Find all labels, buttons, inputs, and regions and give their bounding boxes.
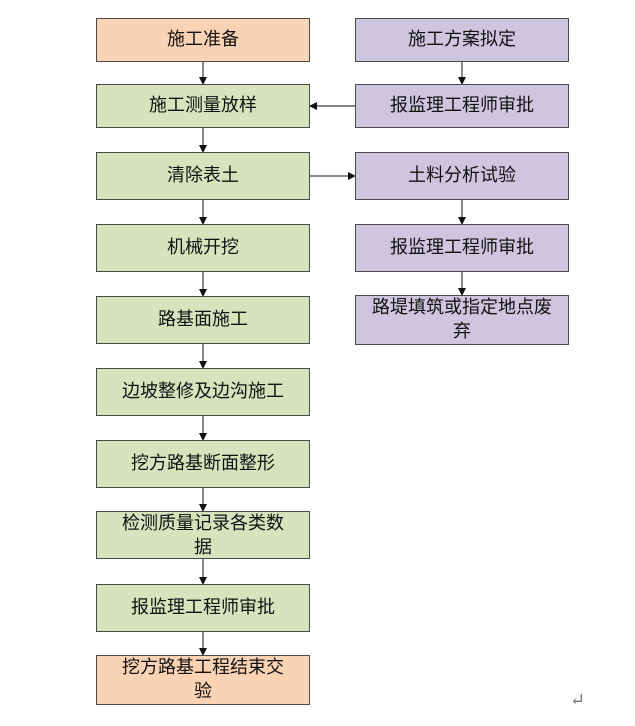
step-label: 施工准备 bbox=[167, 29, 239, 50]
step-construction-preparation: 施工准备 bbox=[96, 18, 310, 62]
step-label: 清除表土 bbox=[167, 165, 239, 186]
step-section-shaping: 挖方路基断面整形 bbox=[96, 440, 310, 488]
step-label: 机械开挖 bbox=[167, 237, 239, 258]
step-label: 挖方路基工程结束交验 bbox=[122, 657, 284, 702]
step-supervisor-approval-soil: 报监理工程师审批 bbox=[355, 224, 569, 272]
step-subgrade-surface: 路基面施工 bbox=[96, 296, 310, 344]
step-label: 报监理工程师审批 bbox=[131, 597, 275, 618]
step-label: 挖方路基断面整形 bbox=[131, 453, 275, 474]
step-supervisor-approval: 报监理工程师审批 bbox=[96, 584, 310, 632]
step-mechanical-excavation: 机械开挖 bbox=[96, 224, 310, 272]
step-label: 报监理工程师审批 bbox=[390, 237, 534, 258]
step-label: 报监理工程师审批 bbox=[390, 95, 534, 116]
step-soil-analysis: 土料分析试验 bbox=[355, 152, 569, 200]
step-label: 施工方案拟定 bbox=[408, 29, 516, 50]
step-supervisor-approval-plan: 报监理工程师审批 bbox=[355, 84, 569, 128]
step-label: 土料分析试验 bbox=[408, 165, 516, 186]
paragraph-mark: ↵ bbox=[570, 690, 586, 711]
step-slope-ditch: 边坡整修及边沟施工 bbox=[96, 368, 310, 416]
step-label: 路堤填筑或指定地点废弃 bbox=[372, 297, 552, 342]
step-label: 施工测量放样 bbox=[149, 95, 257, 116]
step-label: 检测质量记录各类数据 bbox=[122, 513, 284, 558]
step-quality-inspection: 检测质量记录各类数据 bbox=[96, 511, 310, 559]
step-clear-topsoil: 清除表土 bbox=[96, 152, 310, 200]
step-plan-drafting: 施工方案拟定 bbox=[355, 18, 569, 62]
step-label: 边坡整修及边沟施工 bbox=[122, 381, 284, 402]
step-survey-staking: 施工测量放样 bbox=[96, 84, 310, 128]
step-completion-handover: 挖方路基工程结束交验 bbox=[96, 655, 310, 705]
step-fill-or-dispose: 路堤填筑或指定地点废弃 bbox=[355, 295, 569, 345]
step-label: 路基面施工 bbox=[158, 309, 248, 330]
